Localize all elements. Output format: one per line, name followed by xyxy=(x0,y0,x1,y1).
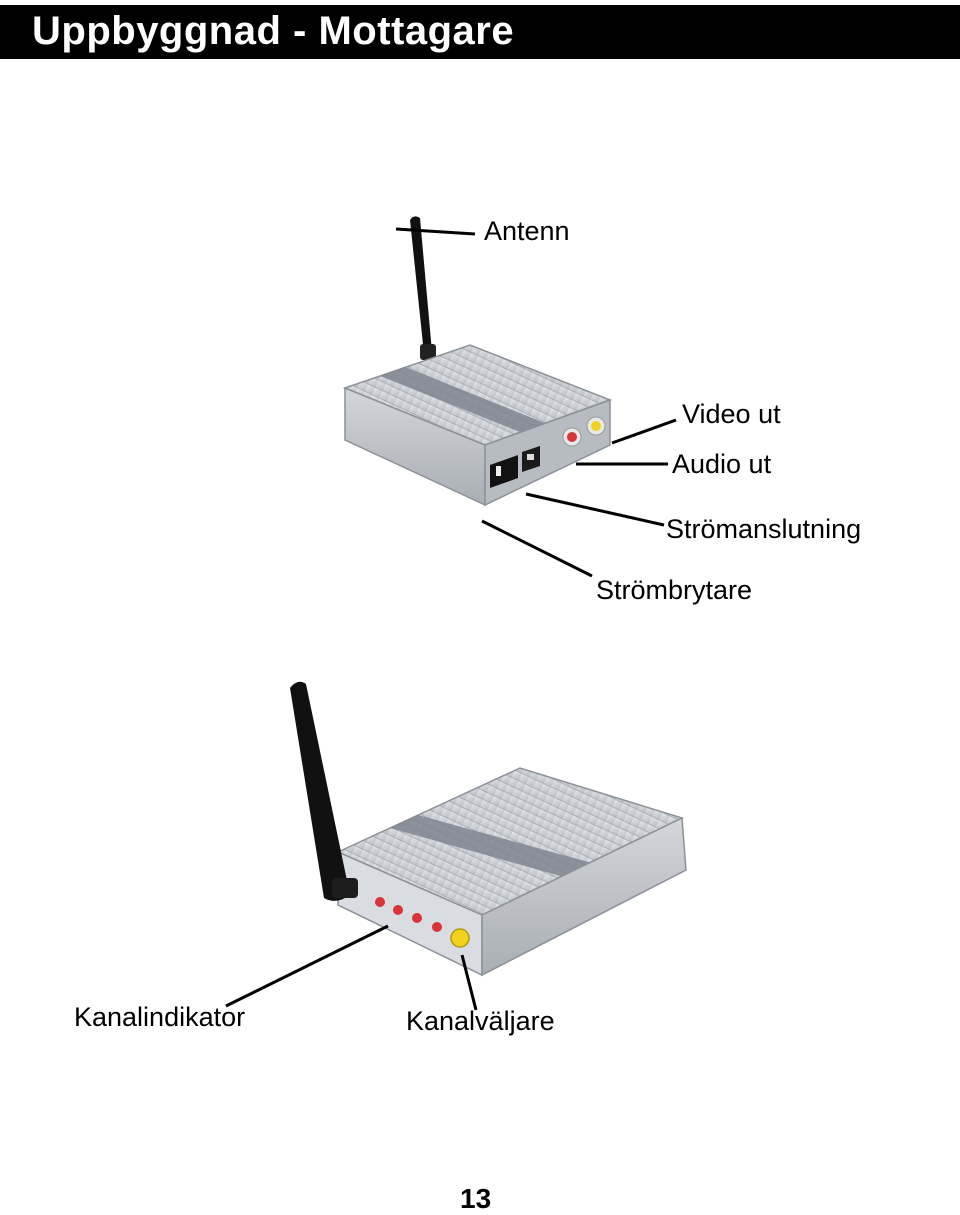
label-antenna: Antenn xyxy=(484,216,570,246)
page-header: Uppbyggnad - Mottagare xyxy=(0,5,960,59)
antenna-icon xyxy=(410,216,436,360)
label-video-out: Video ut xyxy=(682,399,781,429)
page-title: Uppbyggnad - Mottagare xyxy=(32,9,515,53)
callout-lines-rear xyxy=(395,227,677,578)
page-number: 13 xyxy=(460,1183,492,1214)
label-audio-out: Audio ut xyxy=(672,449,772,479)
callout-lines-front xyxy=(225,924,478,1011)
receiver-front-view xyxy=(290,681,687,977)
antenna-icon xyxy=(290,681,358,901)
label-channel-selector: Kanalväljare xyxy=(406,1006,555,1036)
label-power-switch: Strömbrytare xyxy=(596,575,753,605)
label-power-connection: Strömanslutning xyxy=(666,514,862,544)
receiver-rear-view xyxy=(342,216,613,507)
label-channel-indicator: Kanalindikator xyxy=(74,1002,246,1032)
